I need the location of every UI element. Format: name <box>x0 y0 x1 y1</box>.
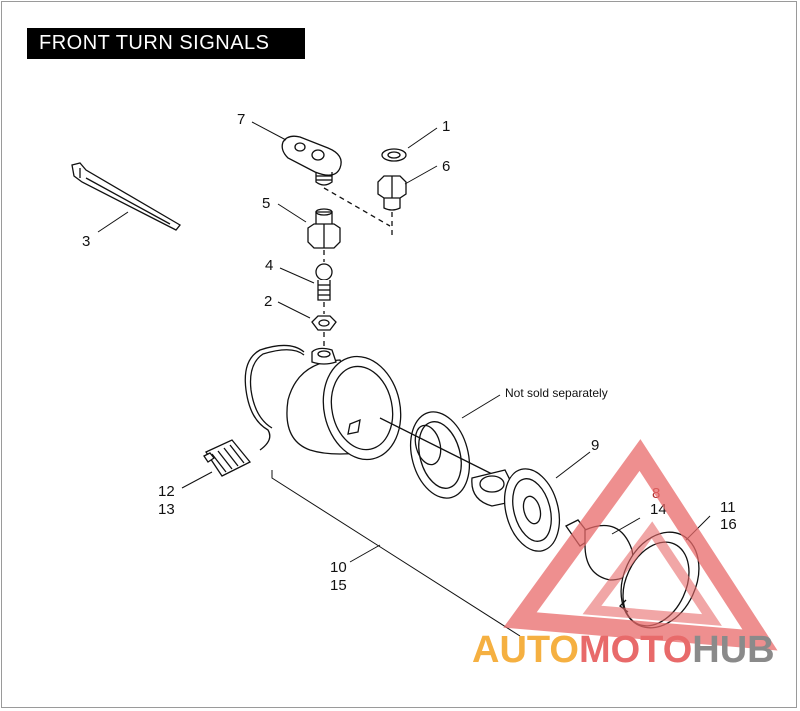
lock-washer <box>381 148 407 162</box>
callout-12: 12 <box>158 483 175 500</box>
watermark-part2: MOTO <box>579 629 692 671</box>
callout-2: 2 <box>264 293 272 310</box>
callout-16: 16 <box>720 516 737 533</box>
bulb-socket-gasket <box>379 411 501 499</box>
watermark-part1: AUTO <box>472 629 579 671</box>
assembly-lines <box>323 187 393 350</box>
callout-15: 15 <box>330 577 347 594</box>
leader-lines <box>97 121 711 637</box>
callout-7: 7 <box>237 111 245 128</box>
turn-signal-housing <box>244 344 402 461</box>
callout-11: 11 <box>720 499 736 516</box>
watermark-logo: AUTOMOTOHUB <box>472 439 778 671</box>
wire-connector <box>203 439 252 477</box>
socket-assembly <box>471 468 561 552</box>
callout-5: 5 <box>262 195 270 212</box>
hex-nut <box>377 175 407 211</box>
not-sold-separately-note: Not sold separately <box>505 386 608 400</box>
callout-13: 13 <box>158 501 175 518</box>
callout-4: 4 <box>265 257 273 274</box>
diagram-title: FRONT TURN SIGNALS <box>27 28 305 59</box>
cable-strap <box>71 162 181 231</box>
callout-3: 3 <box>82 233 90 250</box>
watermark-part3: HUB <box>692 629 774 671</box>
callout-9: 9 <box>591 437 599 454</box>
hex-fitting <box>307 208 341 249</box>
small-nut <box>311 315 337 331</box>
callout-6: 6 <box>442 158 450 175</box>
callout-10: 10 <box>330 559 347 576</box>
mount-bracket <box>281 135 342 186</box>
svg-text:AUTOMOTOHUB: AUTOMOTOHUB <box>472 629 775 671</box>
callout-1: 1 <box>442 118 450 135</box>
ball-stud <box>315 263 333 301</box>
